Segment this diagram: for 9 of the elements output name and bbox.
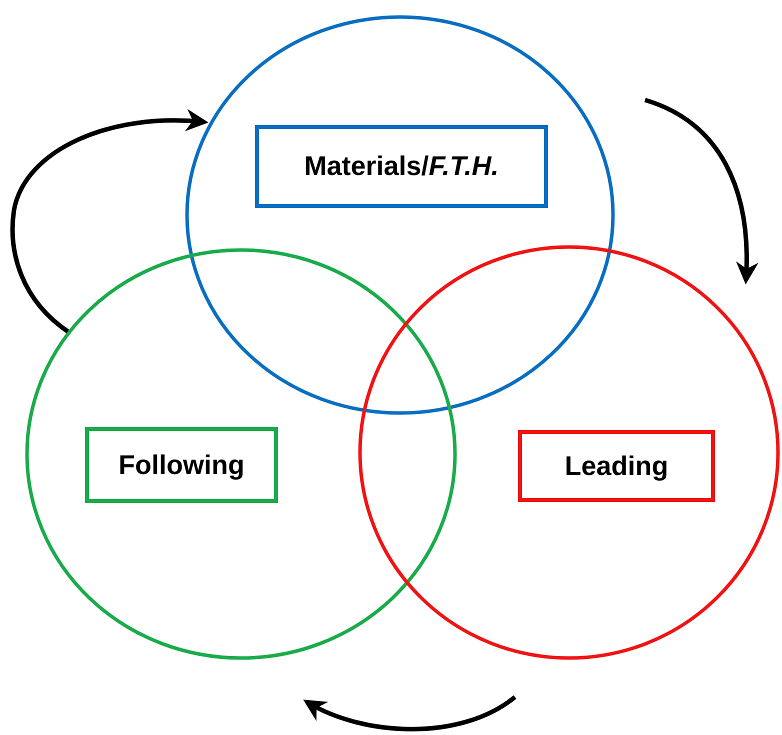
circle-outline xyxy=(185,15,615,415)
label-box: Leading xyxy=(518,430,715,502)
curved-arrow xyxy=(303,695,516,732)
label-box: Following xyxy=(85,427,278,503)
circle-outline xyxy=(358,245,780,660)
curved-arrow xyxy=(644,98,758,284)
label-box: Materials/F.T.H. xyxy=(255,125,548,208)
circle-outline xyxy=(25,248,457,660)
curved-arrow xyxy=(10,110,208,335)
